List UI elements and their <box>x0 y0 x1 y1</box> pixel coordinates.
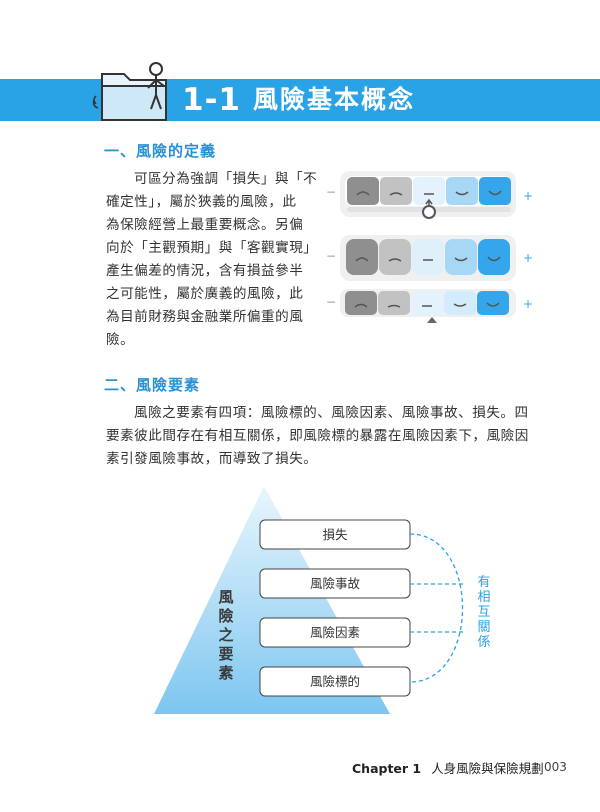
chapter-number: Chapter 1 <box>352 761 422 776</box>
risk-elements-pyramid: 風 險 之 要 素 損失 風險事故 風險因素 風險標的 有 相 互 關 係 <box>154 486 491 714</box>
plus-label: + <box>523 189 533 203</box>
paragraph-line: 要素彼此間存在有相互關係，即風險標的暴露在風險因素下，風險因 <box>106 428 529 444</box>
relation-label-char: 互 <box>477 605 490 620</box>
section-heading-elements: 二、風險要素 <box>104 376 201 394</box>
relation-label-char: 係 <box>477 635 490 650</box>
element-label: 風險因素 <box>310 625 360 640</box>
elements-paragraph: 風險之要素有四項：風險標的、風險因素、風險事故、損失。四 要素彼此間存在有相互關… <box>106 402 546 471</box>
paragraph-line: 為保險經營上最重要概念。另偏 <box>106 217 304 233</box>
paragraph-line: 確定性」，屬於狹義的風險，此 <box>106 194 297 210</box>
folder-mascot-icon <box>92 62 167 121</box>
chapter-footer: Chapter 1 人身風險與保險規劃 <box>352 758 544 777</box>
plus-label: + <box>523 297 533 311</box>
relation-connectors <box>409 533 466 683</box>
definition-paragraph: 可區分為強調「損失」與「不 確定性」，屬於狹義的風險，此 為保險經營上最重要概念… <box>106 168 320 352</box>
pyramid-label-char: 險 <box>218 607 233 625</box>
pyramid-label-char: 要 <box>218 645 233 663</box>
page-number: 003 <box>544 760 567 774</box>
relation-label-char: 相 <box>477 590 490 605</box>
paragraph-line: 為目前財務與金融業所偏重的風 <box>106 309 304 325</box>
pyramid-label-char: 風 <box>218 588 233 606</box>
element-label: 損失 <box>322 527 348 542</box>
paragraph-line: 之可能性，屬於廣義的風險，此 <box>106 286 304 302</box>
pyramid-label-char: 素 <box>218 664 233 682</box>
paragraph-line: 風險之要素有四項：風險標的、風險因素、風險事故、損失。四 <box>134 405 529 421</box>
paragraph-line: 可區分為強調「損失」與「不 <box>134 171 318 187</box>
pyramid-label-char: 之 <box>218 626 233 644</box>
element-box <box>259 666 411 697</box>
minus-label: − <box>326 295 336 309</box>
plus-label: + <box>523 251 533 265</box>
paragraph-line: 素引發風險事故，而導致了損失。 <box>106 451 318 467</box>
paragraph-line: 產生偏差的情況，含有損益參半 <box>106 263 304 279</box>
section-title: 風險基本概念 <box>253 85 416 114</box>
section-heading-definition: 一、風險的定義 <box>104 142 217 160</box>
chapter-title: 人身風險與保險規劃 <box>431 761 544 776</box>
risk-scales-illustration: − + − + − + <box>326 171 533 323</box>
element-label: 風險事故 <box>310 576 361 591</box>
section-banner <box>0 79 600 121</box>
element-label: 風險標的 <box>310 674 360 689</box>
relation-label-char: 關 <box>477 620 490 635</box>
paragraph-line: 險。 <box>106 332 135 348</box>
paragraph-line: 向於「主觀預期」與「客觀實現」 <box>106 240 318 256</box>
minus-label: − <box>326 249 336 263</box>
section-number: 1-1 <box>182 82 242 118</box>
minus-label: − <box>326 185 336 199</box>
relation-label-char: 有 <box>477 575 490 590</box>
